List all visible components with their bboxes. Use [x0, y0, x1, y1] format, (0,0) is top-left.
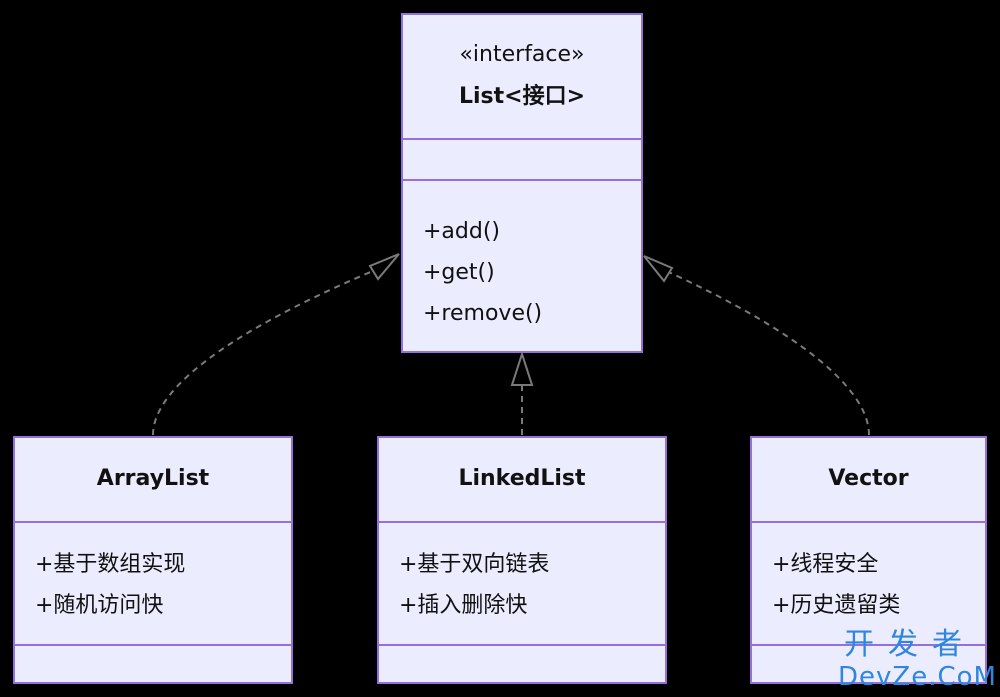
class-methods-section	[15, 644, 291, 684]
class-header: LinkedList	[379, 438, 665, 521]
class-attributes-section: +基于双向链表 +插入删除快	[379, 521, 665, 644]
interface-header: «interface» List<接口>	[403, 15, 641, 138]
edge-vector-list	[663, 269, 870, 436]
class-methods-section	[379, 644, 665, 684]
class-arraylist-box[interactable]: ArrayList +基于数组实现 +随机访问快	[13, 436, 293, 684]
class-header: ArrayList	[15, 438, 291, 521]
class-attribute: +基于双向链表	[399, 552, 550, 577]
interface-list-box[interactable]: «interface» List<接口> +add() +get() +remo…	[401, 13, 643, 353]
interface-methods-section: +add() +get() +remove()	[403, 179, 641, 334]
class-attribute: +随机访问快	[35, 593, 164, 618]
realization-arrowhead-vector	[643, 255, 674, 283]
realization-arrowhead-linkedlist	[510, 350, 534, 386]
interface-attributes-section	[403, 138, 641, 179]
class-name: Vector	[828, 466, 909, 491]
edge-arraylist-list	[152, 267, 381, 436]
watermark-en: DevZe.CoM	[838, 662, 997, 692]
class-attribute: +插入删除快	[399, 593, 528, 618]
class-name: ArrayList	[96, 466, 210, 491]
class-attribute: +线程安全	[772, 552, 879, 577]
watermark-cn: 开发者	[844, 627, 976, 662]
class-attributes-section: +基于数组实现 +随机访问快	[15, 521, 291, 644]
class-vector-box[interactable]: Vector +线程安全 +历史遗留类	[750, 436, 987, 684]
class-attribute: +历史遗留类	[772, 593, 901, 618]
interface-name: List<接口>	[458, 84, 586, 109]
class-attribute: +基于数组实现	[35, 552, 186, 577]
realization-arrowhead-arraylist	[368, 253, 400, 281]
class-linkedlist-box[interactable]: LinkedList +基于双向链表 +插入删除快	[377, 436, 667, 684]
class-methods-section	[752, 644, 985, 684]
method-add: +add()	[423, 219, 501, 244]
watermark: 开发者 DevZe.CoM	[838, 627, 997, 693]
class-name: LinkedList	[458, 466, 586, 491]
class-attributes-section: +线程安全 +历史遗留类	[752, 521, 985, 644]
method-get: +get()	[423, 260, 495, 285]
stereotype-label: «interface»	[459, 42, 585, 67]
class-header: Vector	[752, 438, 985, 521]
method-remove: +remove()	[423, 301, 543, 326]
